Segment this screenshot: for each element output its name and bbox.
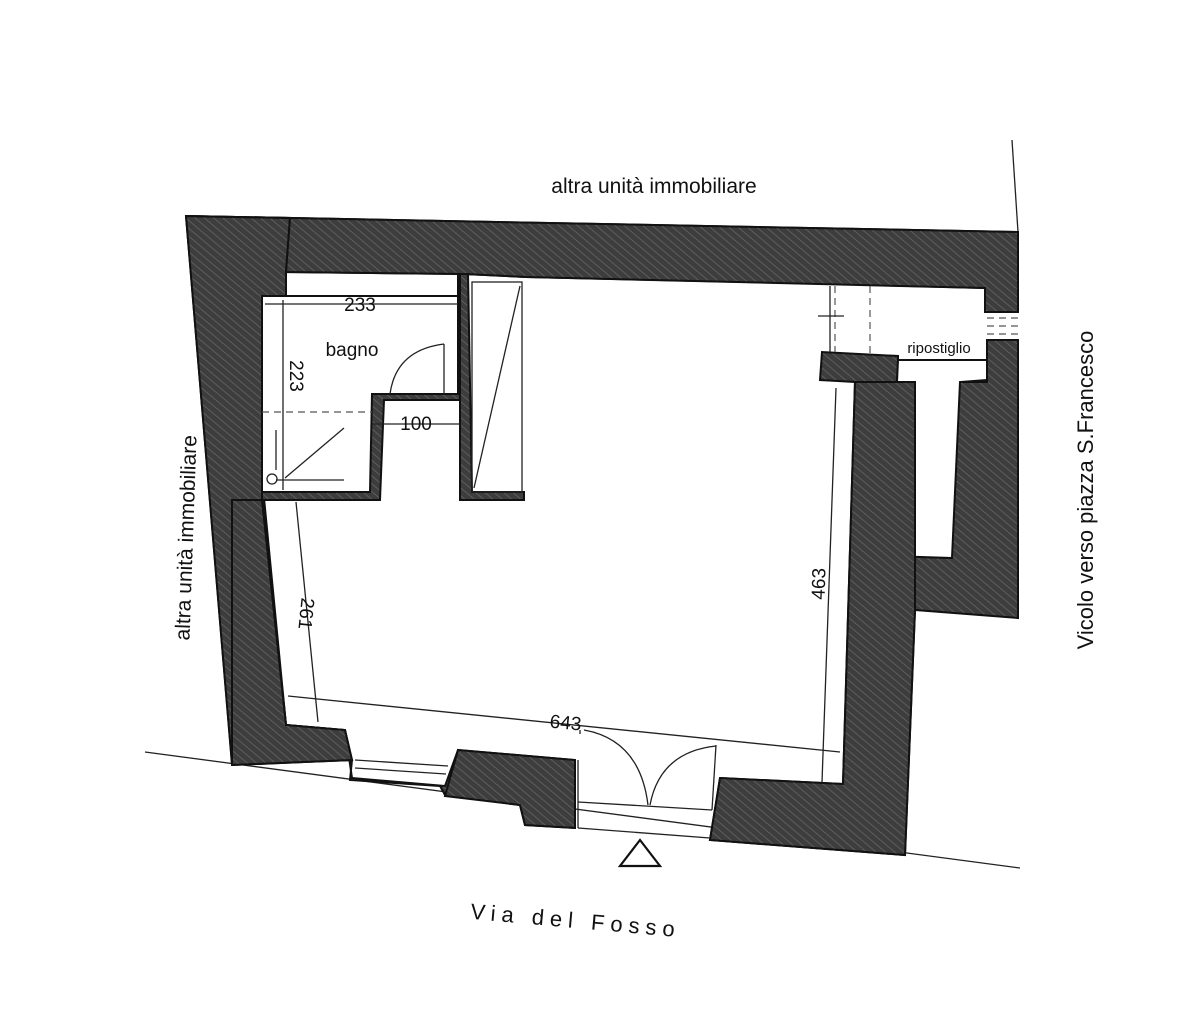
dim-front-line xyxy=(287,695,841,753)
bottom-street-label: Via del Fosso xyxy=(470,899,682,942)
entrance-sill-1 xyxy=(577,801,713,811)
dim-bath-depth: 223 xyxy=(285,360,306,392)
dim-front: 643 xyxy=(549,712,583,736)
right-street-label: Vicolo verso piazza S.Francesco xyxy=(1073,331,1098,650)
bathroom-label: bagno xyxy=(326,340,379,361)
dim-left-line xyxy=(295,501,319,723)
dim-left-wall: 261 xyxy=(293,597,317,631)
partition-wall xyxy=(459,273,525,501)
bath-door-swing xyxy=(389,343,445,395)
top-wall xyxy=(185,215,1019,313)
dim-right-line xyxy=(821,387,837,783)
dim-bath-width: 233 xyxy=(344,295,376,316)
door-swing-right xyxy=(649,745,717,806)
shower-drain-icon xyxy=(266,473,278,485)
entrance-triangle-icon xyxy=(617,838,663,868)
dim-passage-width: 100 xyxy=(400,414,432,435)
door-swing-left xyxy=(583,729,649,806)
shower-diagonal xyxy=(284,427,345,479)
entrance-jamb-right xyxy=(711,744,717,811)
alley-edge-line xyxy=(1011,139,1019,233)
front-wall-center xyxy=(443,748,576,830)
front-wall-left xyxy=(231,499,354,767)
top-neighbor-label: altra unità immobiliare xyxy=(551,175,756,198)
dim-right-wall: 463 xyxy=(808,568,830,600)
window-left-line1 xyxy=(354,759,449,767)
wardrobe-outline xyxy=(471,281,523,493)
wardrobe-diagonal xyxy=(473,285,521,489)
entrance-sill-2 xyxy=(577,827,711,839)
window-left-line2 xyxy=(354,767,447,775)
storage-label: ripostiglio xyxy=(907,340,970,357)
front-wall-right xyxy=(708,381,916,857)
left-neighbor-label: altra unità immobiliare xyxy=(171,435,201,641)
